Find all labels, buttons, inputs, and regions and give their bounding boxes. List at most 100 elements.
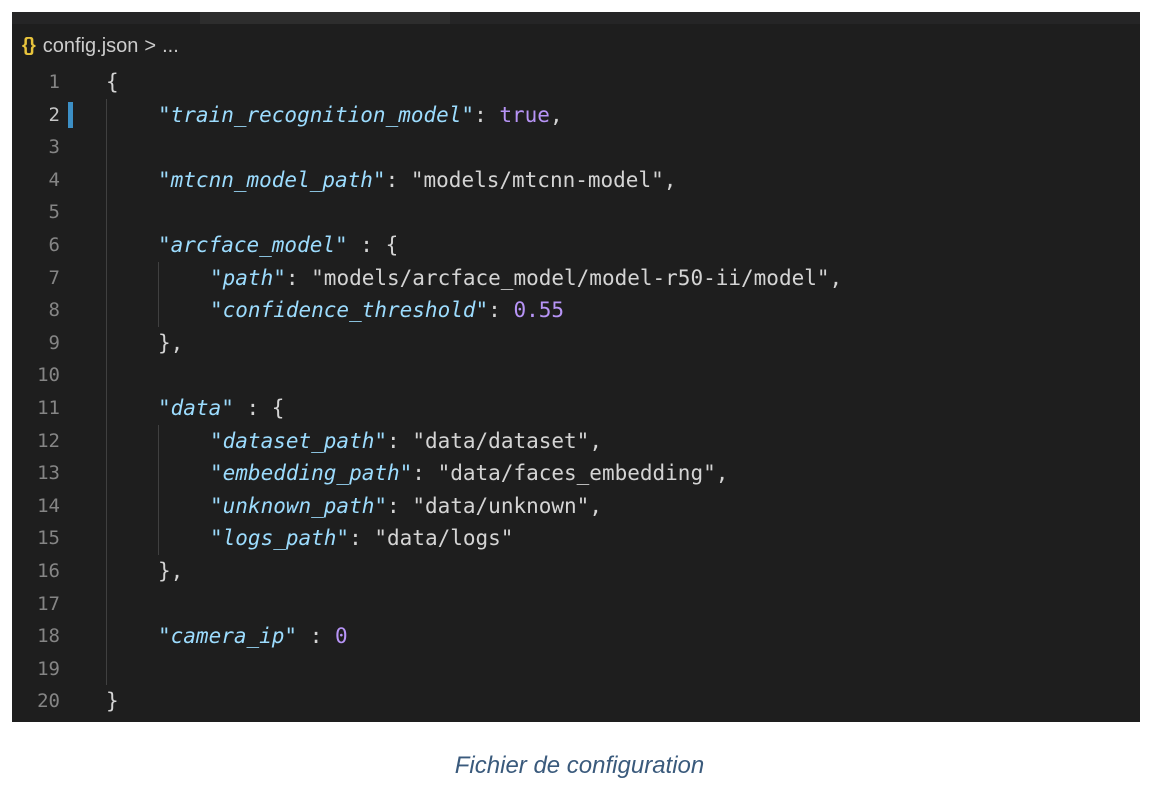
line-content: "mtcnn_model_path": "models/mtcnn-model"… bbox=[158, 164, 676, 196]
code-token: "camera_ip" bbox=[158, 624, 298, 649]
code-token: "embedding_path" bbox=[210, 461, 413, 486]
line-number: 12 bbox=[37, 429, 60, 452]
indent-guide bbox=[158, 261, 159, 327]
line-content: "confidence_threshold": 0.55 bbox=[210, 294, 564, 326]
code-token: "logs_path" bbox=[210, 526, 350, 551]
line-content: } bbox=[106, 685, 119, 717]
code-line[interactable]: 12 "dataset_path": "data/dataset", bbox=[12, 425, 1140, 457]
code-token: , bbox=[589, 428, 602, 453]
line-content: "train_recognition_model": true, bbox=[158, 99, 563, 131]
code-line[interactable]: 9}, bbox=[12, 327, 1140, 359]
code-token: "unknown_path" bbox=[210, 493, 388, 518]
line-number: 16 bbox=[37, 560, 60, 582]
line-number: 13 bbox=[37, 462, 60, 485]
code-line[interactable]: 16}, bbox=[12, 555, 1140, 587]
code-line[interactable]: 7 "path": "models/arcface_model/model-r50… bbox=[12, 262, 1140, 294]
code-line[interactable]: 11 "data" : { bbox=[12, 392, 1140, 424]
code-token: 0.55 bbox=[513, 298, 565, 323]
code-token: }, bbox=[158, 330, 184, 355]
code-token: , bbox=[589, 493, 602, 518]
indent-guide bbox=[106, 98, 107, 686]
code-line[interactable]: 20} bbox=[12, 685, 1140, 717]
code-token: "path" bbox=[210, 265, 286, 290]
code-line[interactable]: 1{ bbox=[12, 66, 1140, 98]
code-token: : { bbox=[233, 396, 285, 420]
line-number: 2 bbox=[48, 103, 60, 126]
code-line[interactable]: 5 bbox=[12, 196, 1140, 228]
line-number: 4 bbox=[48, 168, 60, 191]
line-number: 9 bbox=[48, 331, 60, 354]
code-line[interactable]: 8 "confidence_threshold": 0.55 bbox=[12, 294, 1140, 326]
code-token: , bbox=[549, 102, 563, 127]
line-number: 14 bbox=[37, 494, 60, 517]
code-line[interactable]: 13 "embedding_path": "data/faces_embeddin… bbox=[12, 457, 1140, 489]
code-token: : bbox=[385, 167, 411, 192]
breadcrumb-file[interactable]: config.json bbox=[42, 34, 139, 57]
figure-caption: Fichier de configuration bbox=[454, 752, 705, 779]
breadcrumb-more[interactable]: ... bbox=[162, 34, 179, 57]
line-content: "dataset_path": "data/dataset", bbox=[210, 425, 602, 457]
line-number: 7 bbox=[48, 266, 60, 289]
line-number: 6 bbox=[48, 234, 60, 256]
line-number: 3 bbox=[48, 136, 60, 159]
code-token: : bbox=[474, 102, 500, 127]
code-token: : bbox=[297, 624, 336, 649]
code-line[interactable]: 19 bbox=[12, 653, 1140, 685]
code-token: "data" bbox=[158, 396, 234, 420]
code-line[interactable]: 3 bbox=[12, 131, 1140, 163]
code-line[interactable]: 2 "train_recognition_model": true, bbox=[12, 99, 1140, 131]
code-token: , bbox=[663, 167, 677, 192]
json-braces-icon: {} bbox=[22, 35, 36, 56]
line-content: "camera_ip" : 0 bbox=[158, 620, 348, 652]
line-content: "embedding_path": "data/faces_embedding"… bbox=[210, 457, 728, 489]
line-number: 1 bbox=[48, 71, 60, 93]
line-content: "logs_path": "data/logs" bbox=[210, 522, 513, 554]
code-token: : bbox=[387, 428, 413, 453]
line-content: "data" : { bbox=[158, 392, 284, 424]
line-content: "path": "models/arcface_model/model-r50-… bbox=[210, 262, 842, 294]
code-line[interactable]: 18 "camera_ip" : 0 bbox=[12, 620, 1140, 652]
line-content: "arcface_model" : { bbox=[158, 229, 398, 261]
code-token: "data/unknown" bbox=[412, 493, 590, 518]
code-line[interactable]: 14 "unknown_path": "data/unknown", bbox=[12, 490, 1140, 522]
code-token: : bbox=[387, 493, 413, 518]
code-token: , bbox=[829, 265, 843, 290]
code-line[interactable]: 6 "arcface_model" : { bbox=[12, 229, 1140, 261]
line-number: 19 bbox=[37, 657, 60, 680]
code-line[interactable]: 17 bbox=[12, 588, 1140, 620]
current-line-marker bbox=[68, 101, 73, 128]
code-token: : bbox=[349, 526, 375, 551]
code-token: : bbox=[488, 298, 514, 323]
code-token: "mtcnn_model_path" bbox=[158, 167, 386, 192]
code-token: "models/mtcnn-model" bbox=[410, 167, 664, 192]
code-token: 0 bbox=[335, 624, 348, 649]
tab-strip bbox=[12, 12, 1140, 24]
code-token: : bbox=[285, 265, 312, 290]
code-line[interactable]: 4 "mtcnn_model_path": "models/mtcnn-model… bbox=[12, 164, 1140, 196]
breadcrumb: {} config.json > ... bbox=[22, 34, 179, 58]
line-number: 5 bbox=[48, 201, 60, 224]
code-token: "data/dataset" bbox=[412, 428, 590, 453]
line-number: 15 bbox=[37, 527, 60, 550]
code-token: "data/faces_embedding" bbox=[437, 461, 716, 486]
line-content: "unknown_path": "data/unknown", bbox=[210, 490, 602, 522]
code-token: : bbox=[412, 461, 438, 486]
line-number: 18 bbox=[37, 625, 60, 648]
code-token: "dataset_path" bbox=[210, 428, 388, 453]
chevron-right-icon: > bbox=[144, 34, 157, 57]
code-editor[interactable]: {} config.json > ... 1{2"train_recogniti… bbox=[12, 12, 1140, 722]
line-number: 17 bbox=[37, 592, 60, 615]
code-token: "train_recognition_model" bbox=[158, 102, 475, 127]
line-number: 11 bbox=[37, 397, 60, 419]
active-tab[interactable] bbox=[200, 12, 450, 24]
line-number: 8 bbox=[48, 299, 60, 322]
code-token: , bbox=[715, 461, 729, 486]
code-line[interactable]: 10 bbox=[12, 359, 1140, 391]
code-line[interactable]: 15 "logs_path": "data/logs" bbox=[12, 522, 1140, 554]
code-token: : { bbox=[347, 233, 399, 257]
code-token: true bbox=[499, 102, 550, 127]
indent-guide bbox=[158, 424, 159, 555]
line-number: 20 bbox=[37, 690, 60, 713]
code-token: }, bbox=[158, 559, 184, 583]
code-token: { bbox=[106, 70, 119, 94]
